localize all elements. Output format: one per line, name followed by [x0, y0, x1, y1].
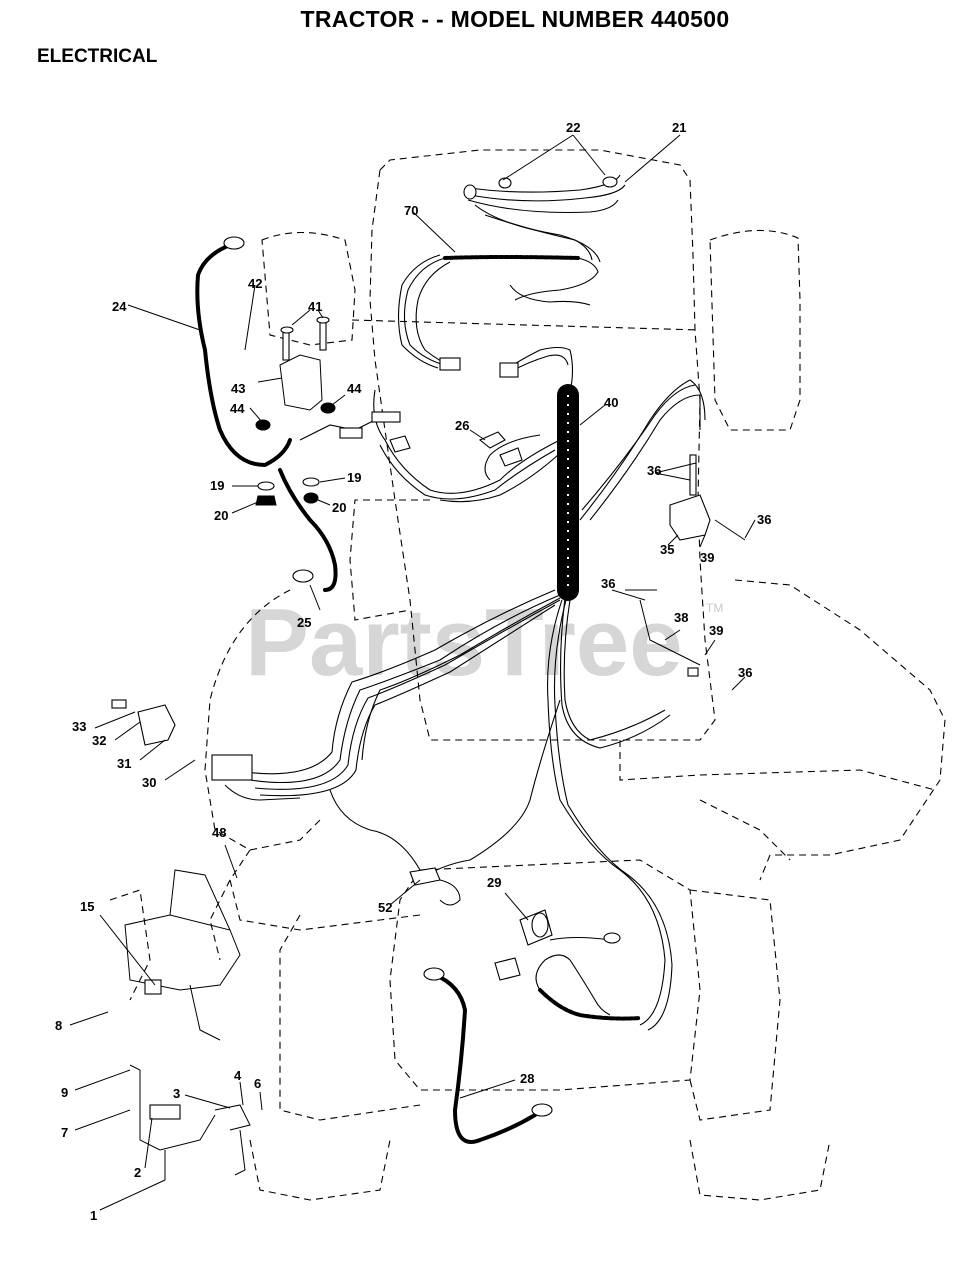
callout-35: 35: [660, 542, 674, 557]
callout-39-b: 39: [709, 623, 723, 638]
callout-42: 42: [248, 276, 262, 291]
callout-31: 31: [117, 756, 131, 771]
callout-38: 38: [674, 610, 688, 625]
callout-3: 3: [173, 1086, 180, 1101]
callout-6: 6: [254, 1076, 261, 1091]
callout-40: 40: [604, 395, 618, 410]
callout-9: 9: [61, 1085, 68, 1100]
callout-28: 28: [520, 1071, 534, 1086]
callout-1: 1: [90, 1208, 97, 1223]
callout-39-a: 39: [700, 550, 714, 565]
callout-25: 25: [297, 615, 311, 630]
callout-44-left: 44: [230, 401, 245, 416]
callout-36-b: 36: [757, 512, 771, 527]
lower-wiring: [244, 589, 673, 1031]
callout-20-right: 20: [332, 500, 346, 515]
callout-36-d: 36: [738, 665, 752, 680]
misc-parts: [111, 431, 746, 1176]
callout-52: 52: [378, 900, 392, 915]
callout-29: 29: [487, 875, 501, 890]
callout-22: 22: [566, 120, 580, 135]
callout-26: 26: [455, 418, 469, 433]
battery-cables: [195, 236, 553, 1144]
callout-labels: 22 21 70 42 41 24 43 44 44 40 26 19 19 2…: [55, 120, 771, 1223]
page-title: TRACTOR - - MODEL NUMBER 440500: [300, 6, 730, 32]
callout-41: 41: [308, 299, 322, 314]
callout-8: 8: [55, 1018, 62, 1033]
callout-43: 43: [231, 381, 245, 396]
callout-70: 70: [404, 203, 418, 218]
callout-44-right: 44: [347, 381, 362, 396]
callout-19-left: 19: [210, 478, 224, 493]
leader-lines: [69, 134, 756, 1211]
main-conduit: [373, 379, 706, 601]
watermark: PartsTree TM: [245, 589, 723, 696]
solenoid-assembly: [255, 316, 401, 506]
watermark-trademark: TM: [706, 601, 723, 615]
callout-48: 48: [212, 825, 226, 840]
callout-4: 4: [234, 1068, 242, 1083]
callout-7: 7: [61, 1125, 68, 1140]
section-label: ELECTRICAL: [37, 46, 158, 67]
callout-2: 2: [134, 1165, 141, 1180]
watermark-text: PartsTree: [245, 589, 683, 696]
upper-harness: [397, 174, 626, 393]
callout-15: 15: [80, 899, 94, 914]
callout-33: 33: [72, 719, 86, 734]
callout-36-a: 36: [647, 463, 661, 478]
tractor-outline: [109, 149, 946, 1201]
callout-24: 24: [112, 299, 127, 314]
callout-30: 30: [142, 775, 156, 790]
callout-36-c: 36: [601, 576, 615, 591]
callout-20-left: 20: [214, 508, 228, 523]
callout-32: 32: [92, 733, 106, 748]
callout-21: 21: [672, 120, 686, 135]
callout-19-right: 19: [347, 470, 361, 485]
